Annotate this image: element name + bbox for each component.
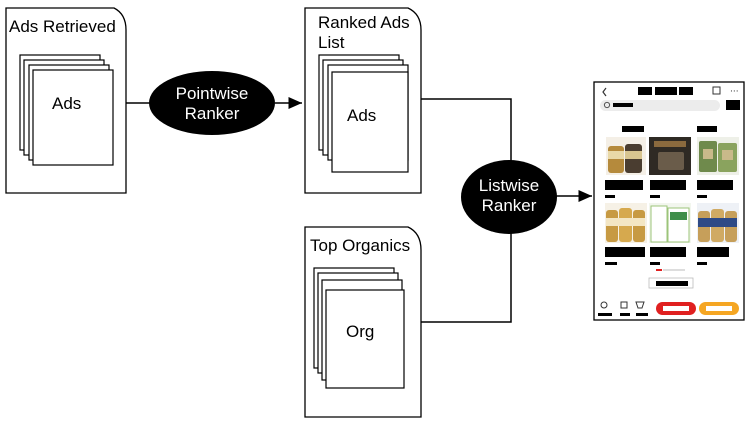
search-bar: [600, 100, 720, 111]
back-icon: [602, 87, 607, 97]
pointwise-ranker-oval: [149, 71, 275, 135]
cart-icon: [635, 301, 645, 309]
listwise-ranker-label: Listwise Ranker: [478, 176, 540, 215]
ranked-ads-title: Ranked Ads List: [318, 13, 410, 52]
edge-ranked-to-listwise: [421, 98, 512, 162]
share-icon: [712, 86, 721, 95]
ads-retrieved-document: [5, 7, 127, 194]
search-icon: [603, 101, 611, 109]
top-organics-document: [304, 226, 422, 418]
ads-retrieved-inner-label: Ads: [52, 94, 82, 113]
ads-retrieved-title: Ads Retrieved: [9, 17, 116, 36]
chat-icon: [600, 301, 608, 309]
ranked-ads-document: [304, 7, 422, 194]
edge-organics-to-listwise: [421, 231, 512, 323]
phone-mockup: ···: [593, 81, 745, 321]
store-icon: [620, 301, 628, 309]
ranked-ads-inner-label: Ads: [347, 106, 377, 125]
top-organics-inner-label: Org: [346, 322, 375, 341]
more-icon: ···: [730, 87, 739, 97]
pointwise-ranker-label: Pointwise Ranker: [175, 84, 249, 123]
listwise-ranker-oval: [461, 160, 557, 234]
top-organics-title: Top Organics: [310, 236, 411, 255]
